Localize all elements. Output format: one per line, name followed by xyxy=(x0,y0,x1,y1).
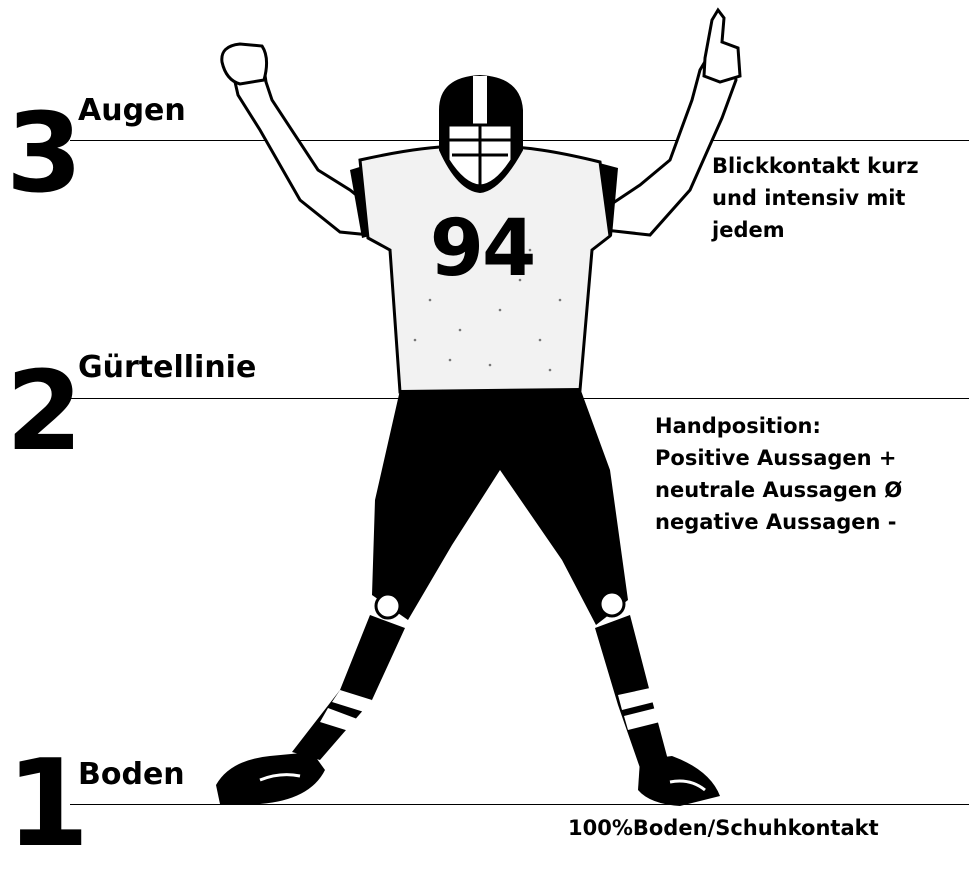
hand-position-note-line: Positive Aussagen + xyxy=(655,442,902,474)
floor-contact-note: 100%Boden/Schuhkontakt xyxy=(568,812,879,844)
hand-position-note: Handposition: Positive Aussagen + neutra… xyxy=(655,410,902,538)
hand-position-note-line: negative Aussagen - xyxy=(655,506,902,538)
eye-contact-note-line: und intensiv mit xyxy=(712,182,919,214)
level-number-3: 3 xyxy=(6,98,79,208)
level-number-2: 2 xyxy=(6,356,79,466)
level-label-floor: Boden xyxy=(78,760,185,790)
level-label-belt: Gürtellinie xyxy=(78,353,256,383)
eye-contact-note-line: Blickkontakt kurz xyxy=(712,150,919,182)
level-label-eyes: Augen xyxy=(78,96,186,126)
eye-contact-note-line: jedem xyxy=(712,214,919,246)
eye-contact-note: Blickkontakt kurz und intensiv mit jedem xyxy=(712,150,919,246)
hand-position-note-line: neutrale Aussagen Ø xyxy=(655,474,902,506)
body-language-diagram: 94 3 2 1 Augen Gürtellinie Boden Bli xyxy=(0,0,969,843)
jersey-number: 94 xyxy=(430,204,535,294)
level-number-1: 1 xyxy=(6,745,86,865)
hand-position-note-line: Handposition: xyxy=(655,410,902,442)
